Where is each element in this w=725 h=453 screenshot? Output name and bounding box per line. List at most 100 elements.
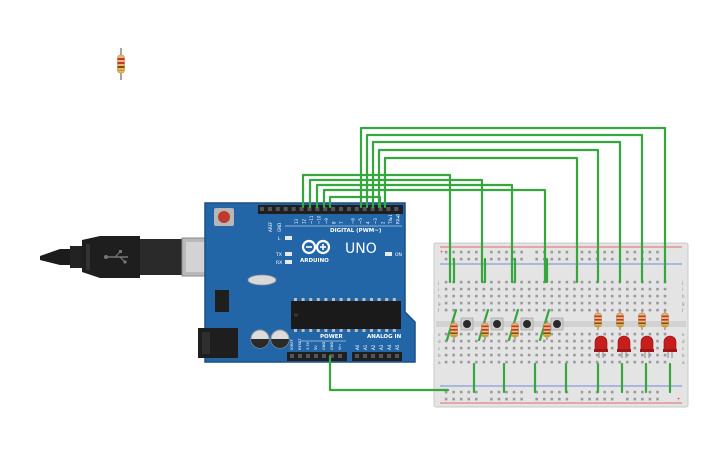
bb-hole[interactable] bbox=[467, 353, 471, 357]
loose-resistor[interactable] bbox=[117, 48, 125, 80]
rail-hole[interactable] bbox=[444, 257, 448, 261]
bb-hole[interactable] bbox=[610, 308, 614, 312]
bb-hole[interactable] bbox=[588, 346, 591, 350]
bb-hole[interactable] bbox=[535, 346, 538, 350]
rail-hole[interactable] bbox=[626, 390, 629, 394]
rail-hole[interactable] bbox=[490, 390, 493, 394]
bb-hole[interactable] bbox=[444, 280, 448, 284]
bb-hole[interactable] bbox=[550, 308, 554, 312]
bb-hole[interactable] bbox=[656, 280, 659, 284]
bb-hole[interactable] bbox=[565, 332, 569, 336]
bb-hole[interactable] bbox=[558, 294, 561, 298]
bb-hole[interactable] bbox=[497, 287, 501, 291]
bb-hole[interactable] bbox=[565, 280, 569, 284]
rail-hole[interactable] bbox=[497, 397, 501, 401]
bb-hole[interactable] bbox=[497, 294, 501, 298]
bb-hole[interactable] bbox=[542, 308, 546, 312]
bb-hole[interactable] bbox=[475, 294, 478, 298]
bb-hole[interactable] bbox=[475, 308, 478, 312]
bb-hole[interactable] bbox=[527, 287, 531, 291]
bb-hole[interactable] bbox=[475, 287, 478, 291]
header-pin[interactable] bbox=[354, 207, 359, 211]
bb-hole[interactable] bbox=[520, 332, 523, 336]
bb-hole[interactable] bbox=[603, 353, 606, 357]
bb-hole[interactable] bbox=[648, 360, 652, 364]
bb-hole[interactable] bbox=[452, 360, 455, 364]
bb-hole[interactable] bbox=[580, 346, 584, 350]
bb-hole[interactable] bbox=[618, 332, 622, 336]
bb-hole[interactable] bbox=[588, 308, 591, 312]
rail-hole[interactable] bbox=[475, 250, 478, 254]
bb-hole[interactable] bbox=[505, 308, 508, 312]
bb-hole[interactable] bbox=[603, 301, 606, 305]
rail-hole[interactable] bbox=[459, 397, 463, 401]
rail-hole[interactable] bbox=[475, 257, 478, 261]
bb-hole[interactable] bbox=[444, 332, 448, 336]
bb-hole[interactable] bbox=[588, 280, 591, 284]
bb-hole[interactable] bbox=[641, 332, 644, 336]
bb-hole[interactable] bbox=[459, 346, 463, 350]
bb-hole[interactable] bbox=[467, 339, 471, 343]
header-pin[interactable] bbox=[378, 207, 383, 211]
bb-hole[interactable] bbox=[444, 287, 448, 291]
bb-hole[interactable] bbox=[459, 360, 463, 364]
bb-hole[interactable] bbox=[505, 360, 508, 364]
rail-hole[interactable] bbox=[505, 397, 508, 401]
bb-hole[interactable] bbox=[467, 287, 471, 291]
bb-hole[interactable] bbox=[482, 308, 486, 312]
rail-hole[interactable] bbox=[490, 250, 493, 254]
rail-hole[interactable] bbox=[505, 390, 508, 394]
bb-hole[interactable] bbox=[633, 294, 637, 298]
bb-hole[interactable] bbox=[550, 353, 554, 357]
bb-hole[interactable] bbox=[558, 346, 561, 350]
bb-hole[interactable] bbox=[512, 360, 516, 364]
rail-hole[interactable] bbox=[459, 250, 463, 254]
rail-hole[interactable] bbox=[595, 397, 599, 401]
led-resistor[interactable] bbox=[638, 310, 646, 330]
bb-hole[interactable] bbox=[475, 346, 478, 350]
rail-hole[interactable] bbox=[633, 390, 637, 394]
rail-hole[interactable] bbox=[626, 250, 629, 254]
bb-hole[interactable] bbox=[663, 294, 667, 298]
bb-hole[interactable] bbox=[588, 360, 591, 364]
bb-hole[interactable] bbox=[626, 332, 629, 336]
bb-hole[interactable] bbox=[459, 339, 463, 343]
rail-hole[interactable] bbox=[580, 397, 584, 401]
bb-hole[interactable] bbox=[565, 308, 569, 312]
bb-hole[interactable] bbox=[490, 346, 493, 350]
bb-hole[interactable] bbox=[542, 294, 546, 298]
bb-hole[interactable] bbox=[452, 346, 455, 350]
bb-hole[interactable] bbox=[520, 308, 523, 312]
rail-hole[interactable] bbox=[535, 397, 538, 401]
rail-hole[interactable] bbox=[512, 390, 516, 394]
rail-hole[interactable] bbox=[520, 250, 523, 254]
bb-hole[interactable] bbox=[656, 332, 659, 336]
bb-hole[interactable] bbox=[550, 280, 554, 284]
bb-hole[interactable] bbox=[512, 287, 516, 291]
bb-hole[interactable] bbox=[626, 353, 629, 357]
bb-hole[interactable] bbox=[610, 360, 614, 364]
pushbutton[interactable] bbox=[550, 317, 564, 331]
bb-hole[interactable] bbox=[520, 294, 523, 298]
power-pin[interactable] bbox=[298, 354, 302, 358]
bb-hole[interactable] bbox=[573, 301, 576, 305]
jumper-wire[interactable] bbox=[328, 195, 382, 209]
bb-hole[interactable] bbox=[648, 353, 652, 357]
rail-hole[interactable] bbox=[588, 257, 591, 261]
bb-hole[interactable] bbox=[558, 287, 561, 291]
jumper-wire[interactable] bbox=[301, 173, 452, 284]
bb-hole[interactable] bbox=[663, 360, 667, 364]
bb-hole[interactable] bbox=[550, 360, 554, 364]
jumper-wire[interactable] bbox=[315, 183, 514, 284]
rail-hole[interactable] bbox=[610, 257, 614, 261]
bb-hole[interactable] bbox=[595, 308, 599, 312]
bb-hole[interactable] bbox=[535, 287, 538, 291]
bb-hole[interactable] bbox=[497, 332, 501, 336]
bb-hole[interactable] bbox=[573, 339, 576, 343]
jumper-wire[interactable] bbox=[377, 148, 600, 284]
rail-hole[interactable] bbox=[467, 397, 471, 401]
bb-hole[interactable] bbox=[535, 360, 538, 364]
bb-hole[interactable] bbox=[648, 332, 652, 336]
bb-hole[interactable] bbox=[573, 332, 576, 336]
jumper-wire[interactable] bbox=[371, 140, 622, 284]
